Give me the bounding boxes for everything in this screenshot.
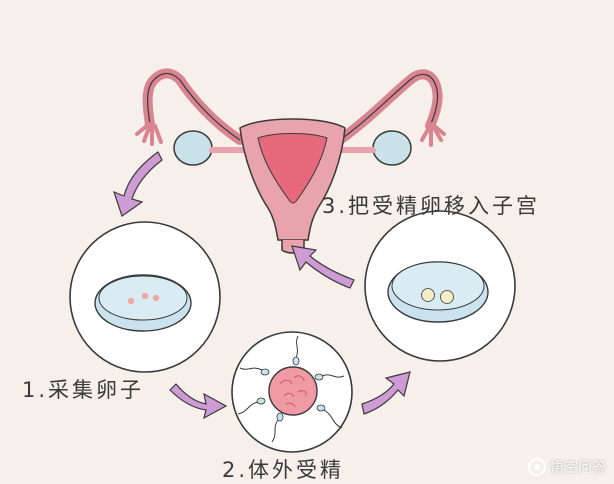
process-arrows	[113, 151, 411, 420]
embryo	[440, 290, 454, 304]
arrow-collection-to-fertilization	[169, 383, 228, 420]
arrow-embryo-to-uterus	[291, 245, 355, 289]
step-1-label: 1.采集卵子	[22, 378, 145, 402]
embryo	[421, 288, 435, 302]
watermark-text: 悟空问答	[550, 460, 606, 476]
collection-dish-panel	[69, 221, 221, 373]
egg	[141, 292, 149, 300]
uterus-cavity	[257, 133, 328, 204]
right-ovary	[372, 130, 412, 166]
right-fimbriae	[420, 122, 446, 147]
left-fimbriae	[135, 122, 163, 146]
fertilized-egg	[268, 366, 318, 416]
sperm-tails	[237, 335, 345, 443]
step-3-label: 3.把受精卵移入子宫	[322, 194, 541, 218]
arrow-fertilization-to-embryo	[361, 371, 411, 415]
uterus-illustration	[135, 68, 446, 254]
embryo-dish-panel	[364, 210, 516, 362]
step-2-label: 2.体外受精	[222, 458, 345, 482]
egg	[152, 294, 160, 302]
right-fallopian-tube	[335, 69, 443, 145]
sperm-heads	[256, 356, 326, 422]
watermark: 悟空问答	[528, 457, 606, 477]
left-ovary	[173, 130, 213, 166]
egg	[127, 297, 135, 305]
fertilization-panel	[231, 331, 353, 453]
wukong-logo-icon	[528, 458, 546, 476]
arrow-ovary-to-collection	[113, 151, 163, 217]
